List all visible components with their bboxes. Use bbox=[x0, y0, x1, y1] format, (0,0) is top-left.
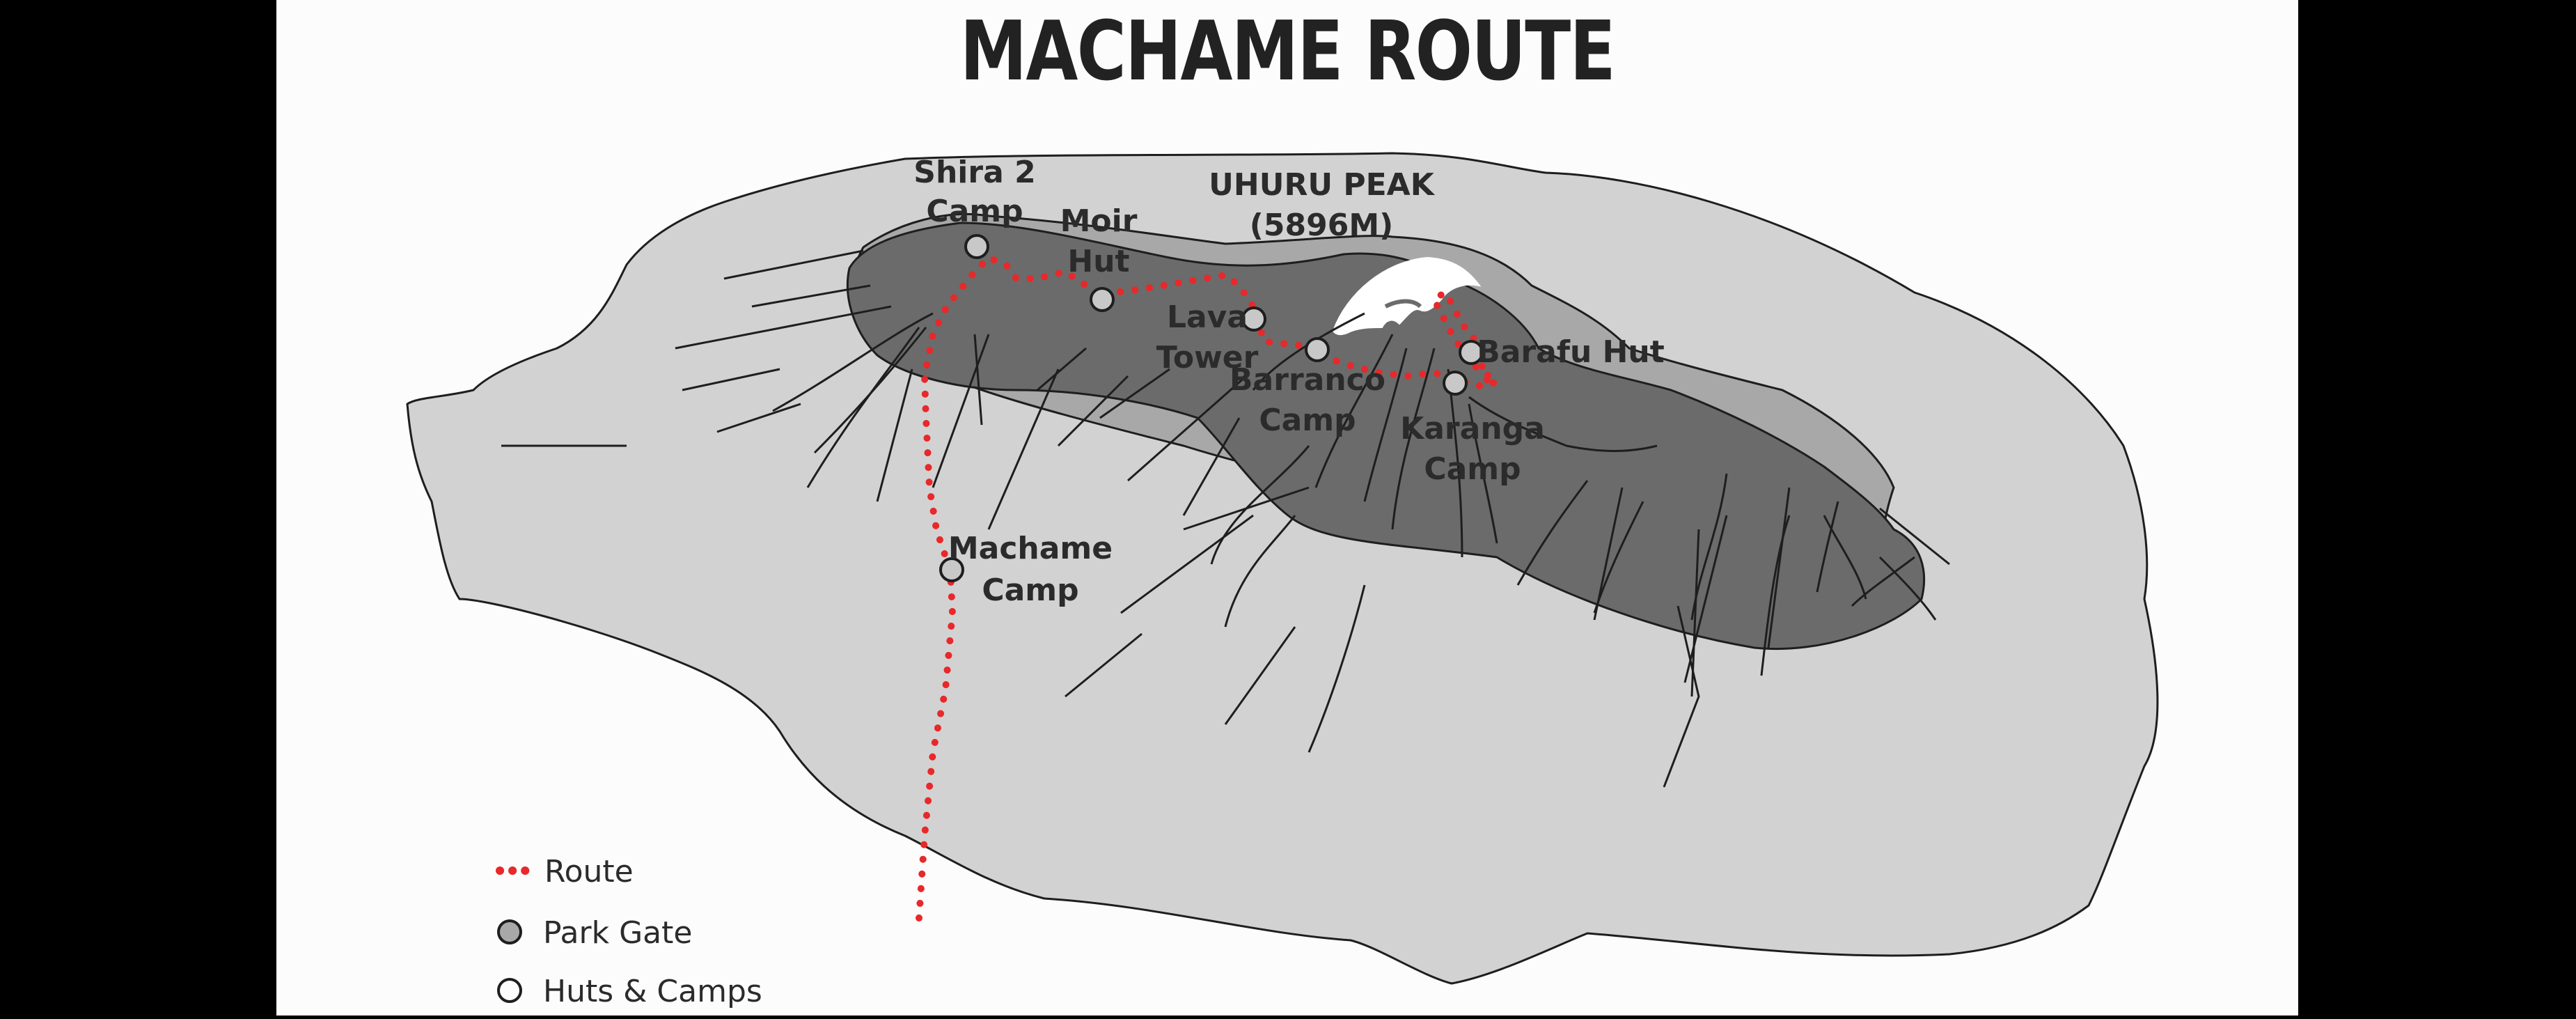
legend-route-label: Route bbox=[544, 854, 634, 889]
label-machame-l2: Camp bbox=[982, 573, 1078, 608]
snow-crevice bbox=[1384, 299, 1422, 309]
camp-marker-barafu[interactable] bbox=[1459, 340, 1484, 365]
outer-slopes-region bbox=[406, 152, 2159, 985]
label-barafu: Barafu Hut bbox=[1477, 334, 1665, 370]
peak-elevation: (5896M) bbox=[1250, 208, 1393, 243]
camp-marker-machame[interactable] bbox=[939, 557, 964, 582]
label-shira2-l1: Shira 2 bbox=[913, 155, 1035, 190]
label-karanga-l1: Karanga bbox=[1400, 411, 1545, 446]
legend-huts-swatch bbox=[497, 978, 522, 1003]
camp-markers bbox=[939, 234, 1484, 582]
label-machame-l1: Machame bbox=[948, 531, 1113, 566]
camp-marker-lava[interactable] bbox=[1241, 306, 1266, 332]
legend-huts-label: Huts & Camps bbox=[543, 974, 762, 1009]
route-path bbox=[916, 254, 1505, 921]
map-title: MACHAME ROUTE bbox=[959, 3, 1616, 99]
camp-marker-karanga[interactable] bbox=[1443, 371, 1468, 396]
camp-marker-moir[interactable] bbox=[1090, 287, 1115, 312]
label-lava-l1: Lava bbox=[1167, 300, 1248, 335]
label-barranco-l2: Camp bbox=[1259, 403, 1356, 438]
label-moir-l1: Moir bbox=[1060, 203, 1138, 239]
legend-park-gate-swatch bbox=[497, 919, 522, 944]
label-karanga-l2: Camp bbox=[1424, 451, 1521, 487]
summit-snow-cap bbox=[1332, 256, 1482, 336]
label-shira2-l2: Camp bbox=[926, 194, 1023, 229]
label-barranco-l1: Barranco bbox=[1230, 362, 1385, 398]
upper-slopes-region bbox=[846, 221, 1926, 651]
ridge-lines bbox=[501, 249, 1950, 788]
legend: Route Park Gate Huts & Camps bbox=[496, 854, 762, 1009]
peak-name: UHURU PEAK bbox=[1209, 167, 1436, 203]
camp-marker-barranco[interactable] bbox=[1305, 337, 1330, 362]
label-lava-l2: Tower bbox=[1156, 340, 1259, 375]
camp-marker-shira2[interactable] bbox=[964, 234, 989, 259]
label-moir-l2: Hut bbox=[1067, 244, 1129, 279]
legend-park-gate-label: Park Gate bbox=[543, 915, 692, 951]
